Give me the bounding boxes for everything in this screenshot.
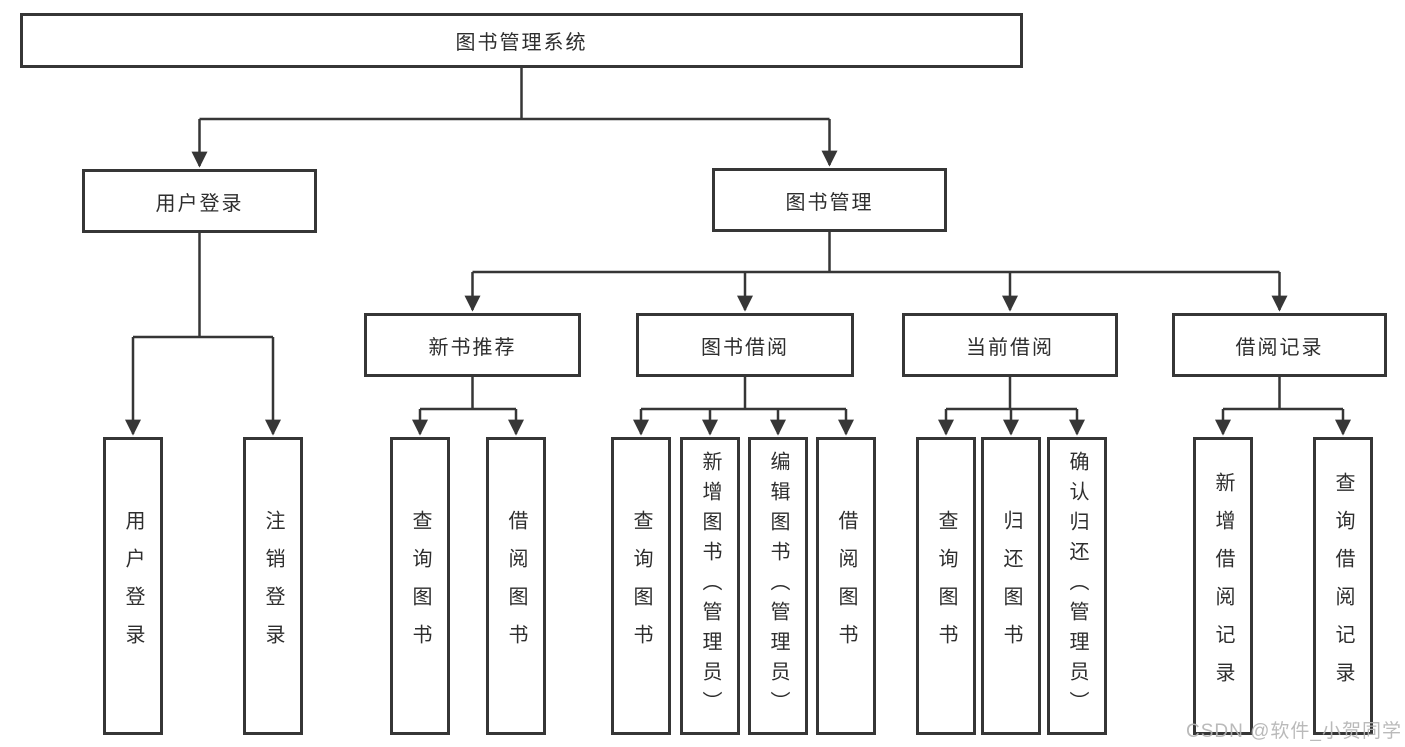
node-book-management: 图书管理: [712, 168, 947, 232]
node-current-borrowing: 当前借阅: [902, 313, 1118, 377]
leaf-query-borrow-record: 查询借阅记录: [1313, 437, 1373, 735]
node-label: 借阅记录: [1235, 336, 1324, 359]
node-label: 新增图书（管理员）: [699, 451, 721, 721]
leaf-logout: 注销登录: [243, 437, 303, 735]
leaf-borrow-books-recommend: 借阅图书: [486, 437, 546, 735]
node-label: 借阅图书: [505, 510, 527, 662]
node-user-login: 用户登录: [82, 169, 317, 233]
node-label: 当前借阅: [966, 336, 1054, 359]
node-label: 新增借阅记录: [1212, 472, 1234, 700]
leaf-query-books-recommend: 查询图书: [390, 437, 450, 735]
node-borrowing-records: 借阅记录: [1172, 313, 1387, 377]
leaf-user-login: 用户登录: [103, 437, 163, 735]
node-label: 查询图书: [409, 510, 431, 662]
node-label: 图书管理系统: [455, 32, 588, 54]
node-label: 图书借阅: [701, 336, 789, 359]
node-label: 查询借阅记录: [1332, 472, 1354, 700]
leaf-query-books-borrow: 查询图书: [611, 437, 671, 735]
node-label: 确认归还（管理员）: [1066, 451, 1088, 721]
node-label: 借阅图书: [835, 510, 857, 662]
leaf-borrow-books: 借阅图书: [816, 437, 876, 735]
leaf-add-books-admin: 新增图书（管理员）: [680, 437, 740, 735]
node-label: 图书管理: [785, 191, 874, 214]
node-label: 查询图书: [630, 510, 652, 662]
node-label: 新书推荐: [428, 336, 517, 359]
leaf-confirm-return-admin: 确认归还（管理员）: [1047, 437, 1107, 735]
node-label: 注销登录: [262, 510, 284, 662]
node-label: 查询图书: [935, 510, 957, 662]
leaf-add-borrow-record: 新增借阅记录: [1193, 437, 1253, 735]
node-label: 用户登录: [155, 192, 244, 215]
node-book-borrowing: 图书借阅: [636, 313, 854, 377]
node-label: 归还图书: [1000, 510, 1022, 662]
node-library-management-system: 图书管理系统: [20, 13, 1023, 68]
csdn-watermark: CSDN @软件_小贺同学: [1186, 721, 1402, 742]
leaf-edit-books-admin: 编辑图书（管理员）: [748, 437, 808, 735]
node-new-book-recommendation: 新书推荐: [364, 313, 581, 377]
node-label: 用户登录: [122, 510, 144, 662]
leaf-query-books-current: 查询图书: [916, 437, 976, 735]
node-label: 编辑图书（管理员）: [767, 451, 789, 721]
leaf-return-books: 归还图书: [981, 437, 1041, 735]
